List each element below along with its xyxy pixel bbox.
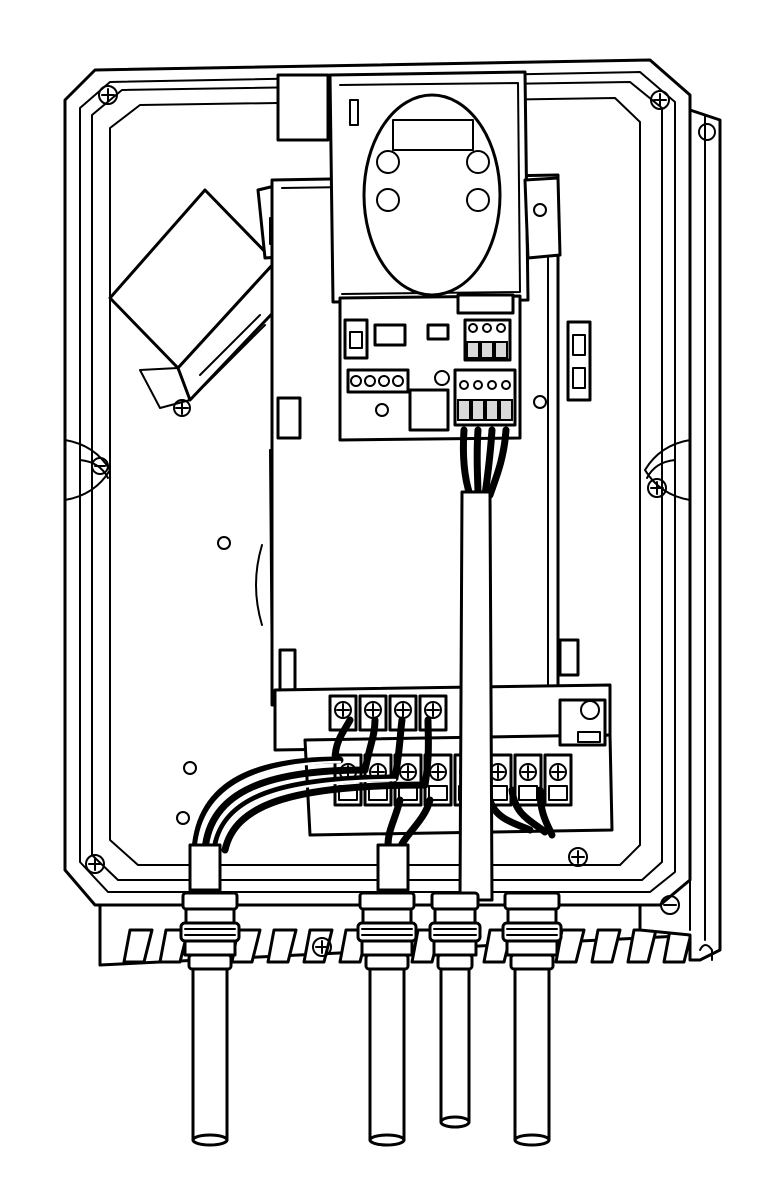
screw-bottom-left (85, 854, 105, 874)
screw-bottom-right (568, 847, 588, 867)
terminal-lower (513, 753, 543, 807)
cable-gland (501, 891, 563, 1147)
cable-glands (179, 891, 563, 1147)
cable-gland (356, 891, 418, 1147)
center-cable (458, 490, 494, 902)
heatsink-fin (122, 928, 154, 964)
terminal-lower (543, 753, 573, 807)
keypad-button-1 (376, 150, 400, 174)
control-terminals (346, 368, 410, 394)
terminal-upper (358, 694, 388, 732)
keypad-button-4 (466, 188, 490, 212)
heatsink-fin (626, 928, 658, 964)
screw-mid-right (647, 478, 667, 498)
keypad-housing (276, 70, 562, 304)
screw-base-center (312, 937, 332, 957)
heatsink-fin (590, 928, 622, 964)
control-board (338, 293, 547, 442)
display-window (392, 119, 474, 151)
terminal-upper (418, 694, 448, 732)
grommet-center (376, 843, 410, 892)
screw-base-right (660, 895, 680, 915)
side-connector (566, 320, 592, 402)
module-terminals-bottom (453, 368, 517, 427)
heatsink-fin (266, 928, 298, 964)
corner-screws (85, 85, 680, 957)
keypad-button-3 (376, 188, 400, 212)
cable-gland (179, 891, 241, 1147)
keypad-faceplate (362, 93, 502, 297)
terminal-block (273, 683, 614, 837)
screw-top-right (650, 90, 670, 110)
module-terminals-top (466, 323, 508, 359)
screw-top-left (98, 85, 118, 105)
screw-mid-left (91, 457, 109, 475)
terminal-lower (393, 753, 423, 807)
grommet-left (188, 843, 222, 892)
terminal-upper (328, 694, 358, 732)
cable-gland (428, 891, 482, 1129)
keypad-button-2 (466, 150, 490, 174)
